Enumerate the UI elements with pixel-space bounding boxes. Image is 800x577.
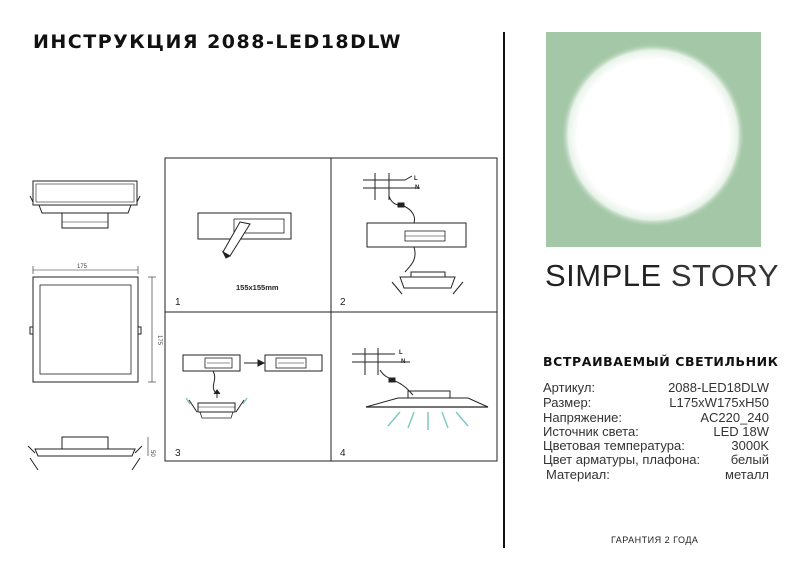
light-rays	[387, 411, 469, 430]
step-number-3: 3	[175, 448, 181, 459]
dim-height-label: 50	[149, 450, 155, 457]
product-name: ВСТРАИВАЕМЫЙ СВЕТИЛЬНИК	[543, 354, 779, 369]
brand-word-simple: SIMPLE	[545, 258, 662, 293]
step-3-illustration	[182, 354, 323, 419]
dim-width-label: 175	[77, 264, 88, 270]
product-photo	[546, 32, 761, 247]
wire-n-label: N	[415, 185, 419, 191]
wire-l-label: L	[414, 176, 418, 182]
step-2-illustration	[363, 173, 467, 295]
wire-l-label-4: L	[399, 350, 403, 356]
step-1-illustration	[197, 212, 292, 259]
step-number-2: 2	[340, 297, 346, 308]
vertical-divider	[503, 32, 505, 548]
cutout-size-label: 155x155mm	[236, 283, 279, 292]
step-number-4: 4	[340, 448, 346, 459]
page-title: ИНСТРУКЦИЯ 2088-LED18DLW	[33, 31, 403, 53]
wire-n-label-4: N	[401, 359, 405, 365]
warranty-note: ГАРАНТИЯ 2 ГОДА	[611, 535, 699, 545]
lamp-side-view	[27, 436, 149, 471]
step-number-1: 1	[175, 297, 181, 308]
brand-logo: SIMPLE STORY	[545, 258, 779, 294]
lamp-elevation-top	[29, 180, 141, 229]
step-4-illustration	[352, 348, 489, 408]
brand-word-story: STORY	[670, 258, 780, 293]
dim-depth-label: 175	[156, 335, 162, 346]
lamp-square-view	[29, 266, 156, 383]
